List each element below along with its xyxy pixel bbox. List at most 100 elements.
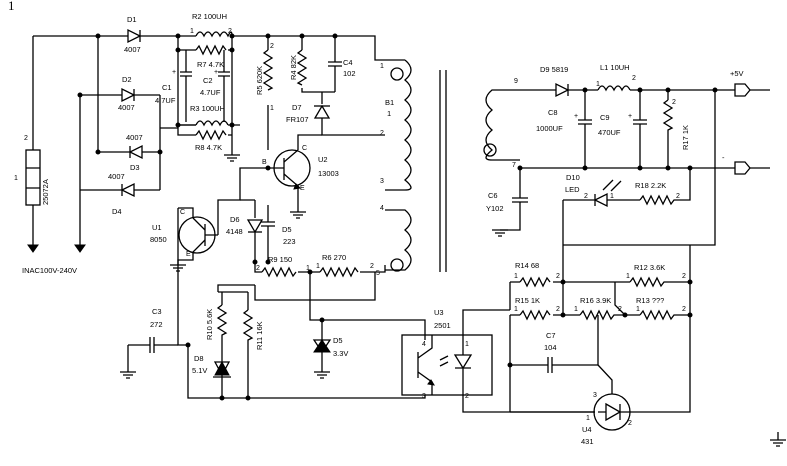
svg-text:102: 102 <box>343 69 356 78</box>
svg-text:+: + <box>574 113 578 120</box>
svg-text:2: 2 <box>228 28 232 35</box>
svg-text:C4: C4 <box>343 58 353 67</box>
input-label: INAC100V-240V <box>22 266 77 275</box>
svg-text:4007: 4007 <box>126 133 143 142</box>
svg-text:2: 2 <box>556 273 560 280</box>
svg-text:C: C <box>302 145 307 152</box>
output-section: D9 5819 L1 10UH 12 + C8 1000UF + C9 470U… <box>486 63 770 237</box>
svg-text:D2: D2 <box>122 75 132 84</box>
ac-input-section: 2 1 25072A INAC100V-240V <box>14 33 101 275</box>
primary-circuit: R5 620K 21 R4 82K C4 102 D7 FR107 <box>255 33 385 150</box>
svg-text:Y102: Y102 <box>486 204 504 213</box>
svg-text:3.3V: 3.3V <box>333 349 348 358</box>
svg-text:E: E <box>186 251 191 258</box>
svg-text:5: 5 <box>376 270 380 277</box>
svg-text:R8 4.7K: R8 4.7K <box>195 143 222 152</box>
svg-text:R7 4.7K: R7 4.7K <box>197 60 224 69</box>
svg-text:1: 1 <box>596 81 600 88</box>
svg-text:D3: D3 <box>130 163 140 172</box>
svg-text:D5: D5 <box>333 336 343 345</box>
svg-text:D9 5819: D9 5819 <box>540 65 568 74</box>
svg-text:3: 3 <box>380 178 384 185</box>
output-terminal-negative <box>734 161 751 175</box>
svg-text:+: + <box>214 69 218 76</box>
svg-text:4148: 4148 <box>226 227 243 236</box>
svg-text:R13 ???: R13 ??? <box>636 296 664 305</box>
svg-text:C6: C6 <box>488 191 498 200</box>
svg-text:+: + <box>628 113 632 120</box>
svg-text:223: 223 <box>283 237 296 246</box>
output-negative-label: - <box>722 153 725 162</box>
svg-text:2: 2 <box>682 306 686 313</box>
svg-text:4.7UF: 4.7UF <box>155 96 176 105</box>
svg-text:2: 2 <box>270 43 274 50</box>
svg-text:4007: 4007 <box>118 103 135 112</box>
svg-text:R17 1K: R17 1K <box>681 125 690 150</box>
svg-text:L1 10UH: L1 10UH <box>600 63 630 72</box>
svg-text:E: E <box>300 185 305 192</box>
svg-text:2: 2 <box>632 75 636 82</box>
input-arrow-right <box>74 244 86 253</box>
svg-text:2: 2 <box>556 306 560 313</box>
svg-text:R2 100UH: R2 100UH <box>192 12 227 21</box>
output-terminal-positive <box>734 83 751 97</box>
svg-text:R3 100UH: R3 100UH <box>190 104 225 113</box>
svg-text:D6: D6 <box>230 215 240 224</box>
svg-text:4.7UF: 4.7UF <box>200 88 221 97</box>
svg-text:2: 2 <box>672 99 676 106</box>
svg-text:1: 1 <box>270 105 274 112</box>
diode-D6: D6 4148 <box>226 199 264 262</box>
svg-text:C8: C8 <box>548 108 558 117</box>
svg-text:13003: 13003 <box>318 169 339 178</box>
svg-text:431: 431 <box>581 437 594 446</box>
svg-text:1: 1 <box>586 415 590 422</box>
svg-text:B1: B1 <box>385 98 394 107</box>
svg-text:8050: 8050 <box>150 235 167 244</box>
svg-text:R12 3.6K: R12 3.6K <box>634 263 665 272</box>
svg-text:R16 3.9K: R16 3.9K <box>580 296 611 305</box>
svg-text:+: + <box>172 69 176 76</box>
led-wiring <box>562 90 716 282</box>
optocoupler-U3: U3 2501 43 12 <box>401 308 595 413</box>
svg-text:4: 4 <box>380 205 384 212</box>
svg-text:R4 82K: R4 82K <box>289 55 298 80</box>
diode-D2: D2 4007 <box>100 75 160 112</box>
regulator-U4: 3 1 2 U4 431 <box>510 364 640 446</box>
svg-text:1: 1 <box>465 341 469 348</box>
svg-text:FR107: FR107 <box>286 115 309 124</box>
svg-text:R18 2.2K: R18 2.2K <box>635 181 666 190</box>
fuse-body <box>25 149 41 206</box>
svg-text:2: 2 <box>584 193 588 200</box>
svg-text:1: 1 <box>514 273 518 280</box>
svg-text:R6 270: R6 270 <box>322 253 346 262</box>
diode-D1: D1 4007 <box>98 15 178 54</box>
svg-text:3: 3 <box>422 393 426 400</box>
svg-text:1: 1 <box>636 306 640 313</box>
svg-text:2501: 2501 <box>434 321 451 330</box>
svg-text:4: 4 <box>422 341 426 348</box>
svg-text:C2: C2 <box>203 76 213 85</box>
svg-text:C3: C3 <box>152 307 162 316</box>
diode-D4: 4007 D4 <box>100 95 161 216</box>
svg-text:1: 1 <box>316 263 320 270</box>
svg-text:2: 2 <box>380 130 384 137</box>
svg-text:3: 3 <box>593 392 597 399</box>
svg-text:C7: C7 <box>546 331 556 340</box>
svg-text:R15 1K: R15 1K <box>515 296 540 305</box>
svg-text:1: 1 <box>380 63 384 70</box>
svg-text:1: 1 <box>626 273 630 280</box>
svg-text:R5 620K: R5 620K <box>255 66 264 95</box>
svg-text:D4: D4 <box>112 207 122 216</box>
transistor-U1: U1 8050 CE <box>150 167 268 272</box>
svg-text:5.1V: 5.1V <box>192 366 207 375</box>
svg-text:2: 2 <box>465 393 469 400</box>
svg-text:2: 2 <box>628 420 632 427</box>
